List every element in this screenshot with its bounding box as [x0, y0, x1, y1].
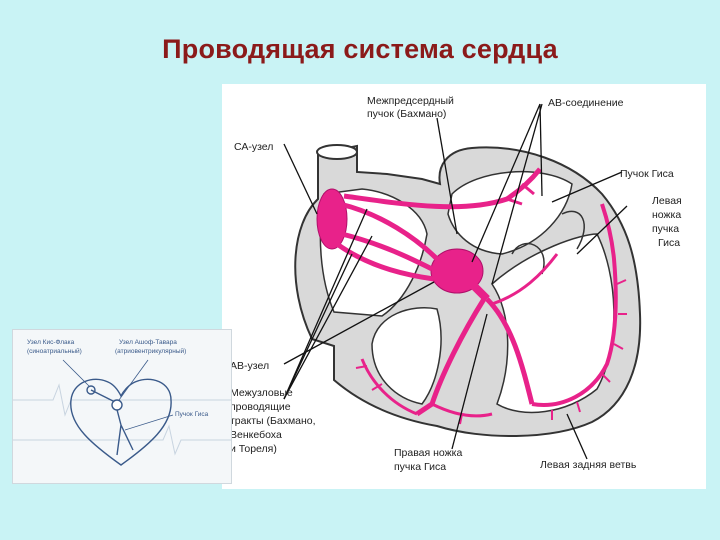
- valve-hook-1: [511, 243, 545, 275]
- thumbnail-heart-outline: [70, 378, 172, 466]
- pointer-lines: [283, 103, 628, 460]
- thumbnail-label-av-1: Узел Ашоф-Тавара: [119, 339, 177, 346]
- sa-node-shape: [316, 188, 348, 250]
- thumbnail-label-his: Пучок Гиса: [175, 411, 209, 418]
- internodal-tract-1: [339, 201, 439, 261]
- label-left-bundle-3: пучка: [652, 223, 679, 235]
- heart-diagram: Межпредсердный пучок (Бахмано) АВ-соедин…: [230, 95, 682, 473]
- thumbnail-ecg-trace-2: [13, 424, 231, 456]
- interatrial-bundle: [343, 167, 542, 210]
- thumbnail-heart-diagram: Узел Кис-Флака (синоатриальный) Узел Ашо…: [13, 339, 231, 466]
- thumbnail-av-node: [111, 399, 123, 411]
- label-sa-node: СА-узел: [234, 141, 273, 153]
- label-internodal-5: и Тореля): [230, 443, 277, 455]
- label-interatrial-bundle-1: Межпредсердный: [367, 95, 454, 107]
- label-av-junction: АВ-соединение: [548, 97, 624, 109]
- label-interatrial-bundle-2: пучок (Бахмано): [367, 108, 446, 120]
- label-his-bundle: Пучок Гиса: [620, 168, 674, 180]
- right-ventricle-cavity: [371, 307, 442, 405]
- label-left-bundle-2: ножка: [652, 209, 681, 221]
- left-anterior-branch: [491, 253, 559, 306]
- thumbnail-label-av-2: (атриовентрикулярный): [115, 347, 186, 355]
- vena-cava-opening: [316, 144, 358, 160]
- heart-diagram-panel: Межпредсердный пучок (Бахмано) АВ-соедин…: [222, 84, 706, 489]
- internodal-tract-2: [341, 231, 434, 272]
- thumbnail-label-sa-1: Узел Кис-Флака: [27, 339, 75, 346]
- label-right-bundle-2: пучка Гиса: [394, 461, 446, 473]
- slide-title: Проводящая система сердца: [162, 34, 558, 64]
- label-left-bundle-4: Гиса: [658, 237, 680, 249]
- label-internodal-4: Венкебоха: [230, 429, 282, 441]
- thumbnail-heart-panel: Узел Кис-Флака (синоатриальный) Узел Ашо…: [12, 329, 232, 484]
- thumbnail-pointer-his: [124, 414, 174, 431]
- left-atrium-cavity: [447, 170, 573, 255]
- label-left-posterior: Левая задняя ветвь: [540, 459, 637, 471]
- label-internodal-2: проводящие: [230, 401, 291, 413]
- label-internodal-1: Межузловые: [230, 387, 293, 399]
- thumbnail-conduction-path: [90, 389, 134, 456]
- thumbnail-pointer-sa: [62, 359, 90, 387]
- thumbnail-label-sa-2: (синоатриальный): [27, 347, 82, 355]
- left-posterior-branch: [531, 203, 618, 407]
- interatrial-branch-2: [521, 182, 535, 196]
- left-bundle-path: [485, 297, 535, 405]
- label-av-node: АВ-узел: [230, 360, 269, 372]
- thumbnail-ecg-trace: [13, 383, 231, 417]
- right-bundle-path: [415, 297, 487, 417]
- purkinje-twigs: [355, 279, 627, 425]
- label-left-bundle-1: Левая: [652, 195, 682, 207]
- thumbnail-pointer-av: [118, 359, 149, 401]
- valve-hook-2: [561, 210, 585, 250]
- label-internodal-3: тракты (Бахмано,: [230, 415, 316, 427]
- his-bundle-path: [469, 281, 490, 302]
- thumbnail-sa-node: [86, 385, 96, 395]
- label-right-bundle-1: Правая ножка: [394, 447, 462, 459]
